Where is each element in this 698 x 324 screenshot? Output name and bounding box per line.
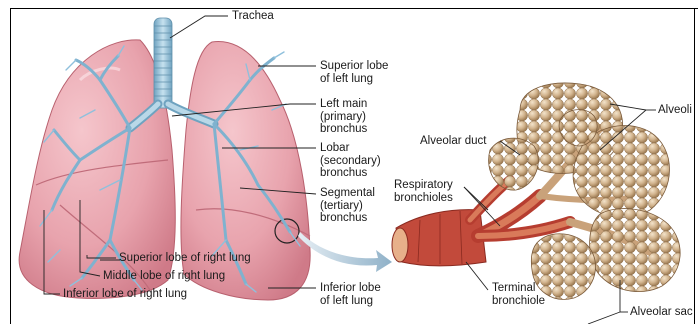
label-segmental-bronchus: Segmental (tertiary) bronchus [320,187,375,225]
label-alveoli: Alveoli [658,104,692,117]
label-superior-lobe-right: Superior lobe of right lung [119,252,251,265]
label-trachea: Trachea [232,10,274,23]
label-left-main-bronchus: Left main (primary) bronchus [320,98,367,136]
label-alveolar-duct: Alveolar duct [420,135,486,148]
label-inferior-lobe-right: Inferior lobe of right lung [63,288,187,301]
label-respiratory-bronchioles-line1: Respiratory [394,179,453,192]
label-respiratory-bronchioles: Respiratory bronchioles [394,179,453,204]
label-superior-lobe-left-line2: of left lung [320,73,388,86]
label-middle-lobe-right: Middle lobe of right lung [103,270,225,283]
label-left-main-bronchus-line3: bronchus [320,123,367,136]
label-terminal-bronchiole-line1: Terminal [492,282,545,295]
trachea [154,18,172,108]
label-lobar-bronchus-line3: bronchus [320,167,381,180]
label-superior-lobe-left-line1: Superior lobe [320,60,388,73]
label-inferior-lobe-left: Inferior lobe of left lung [320,282,381,307]
label-respiratory-bronchioles-line2: bronchioles [394,192,453,205]
label-lobar-bronchus-line2: (secondary) [320,155,381,168]
label-terminal-bronchiole-line2: bronchiole [492,295,545,308]
label-segmental-bronchus-line1: Segmental [320,187,375,200]
label-segmental-bronchus-line2: (tertiary) [320,200,375,213]
label-superior-lobe-left: Superior lobe of left lung [320,60,388,85]
label-terminal-bronchiole: Terminal bronchiole [492,282,545,307]
label-left-main-bronchus-line1: Left main [320,98,367,111]
zoom-arrow [298,232,392,272]
label-segmental-bronchus-line3: bronchus [320,212,375,225]
label-lobar-bronchus-line1: Lobar [320,142,381,155]
label-lobar-bronchus: Lobar (secondary) bronchus [320,142,381,180]
label-alveolar-sac: Alveolar sac [630,306,693,319]
label-inferior-lobe-left-line1: Inferior lobe [320,282,381,295]
label-left-main-bronchus-line2: (primary) [320,111,367,124]
label-inferior-lobe-left-line2: of left lung [320,295,381,308]
